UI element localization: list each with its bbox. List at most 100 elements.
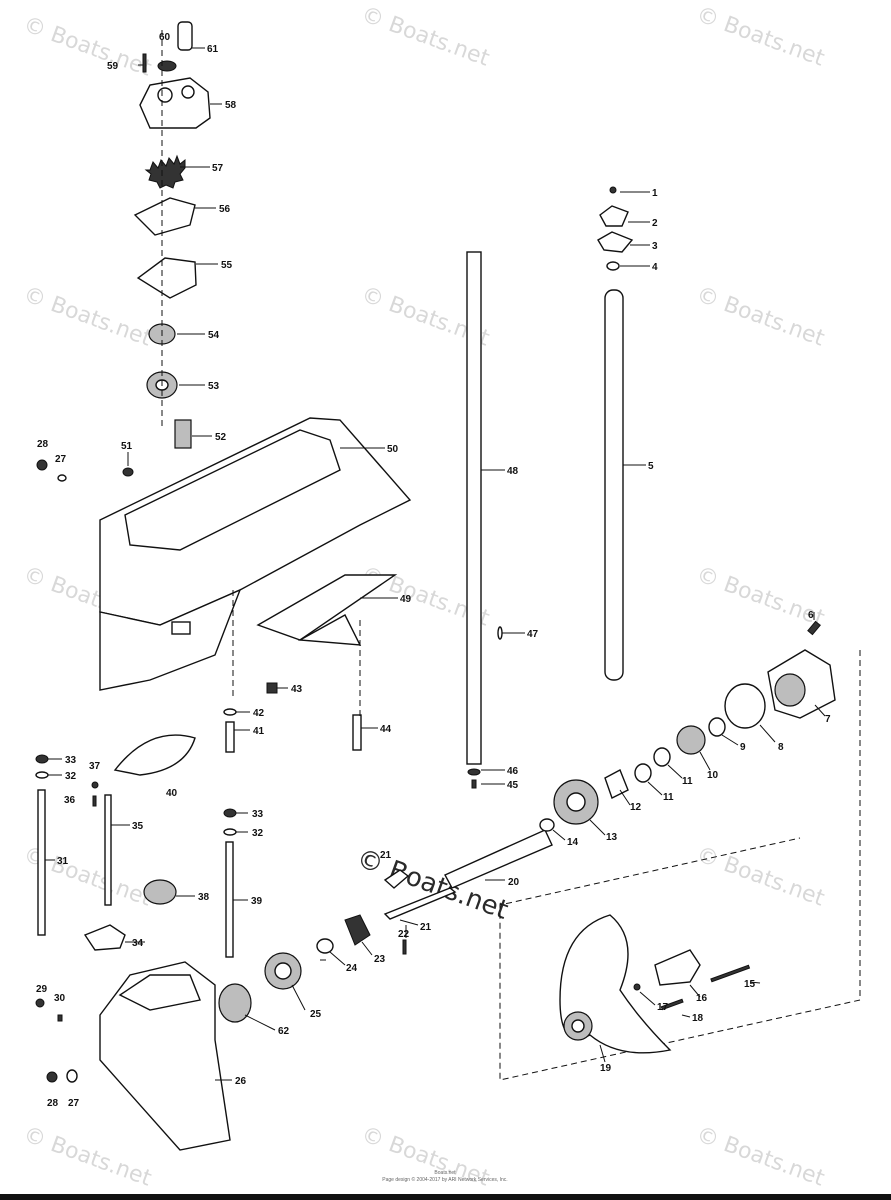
lower-studs xyxy=(35,754,237,1022)
part-37-pin xyxy=(91,781,99,789)
part-29-screw xyxy=(35,998,45,1008)
callout-11b: 11 xyxy=(663,792,674,803)
part-8-oring xyxy=(724,683,766,729)
callout-40: 40 xyxy=(166,788,178,799)
part-21-plunger xyxy=(383,887,457,920)
callout-18: 18 xyxy=(692,1013,704,1024)
part-20-prop-shaft xyxy=(444,829,553,889)
bottom-rule xyxy=(0,1194,891,1200)
part-31-stud xyxy=(37,789,46,936)
watermark: © Boats.net xyxy=(693,1122,828,1192)
part-18-pin xyxy=(660,998,684,1011)
watermark: © Boats.net xyxy=(358,2,493,72)
part-30-washer xyxy=(57,1014,63,1022)
callout-54: 54 xyxy=(208,330,220,341)
callout-7: 7 xyxy=(825,714,831,725)
part-26-lower-gearcase xyxy=(46,961,252,1151)
callout-10: 10 xyxy=(707,770,719,781)
callout-58: 58 xyxy=(225,100,237,111)
part-16-prop-nut xyxy=(654,949,701,986)
middle-hardware xyxy=(113,574,398,776)
part-11-oring xyxy=(634,763,652,783)
watermark: © Boats.net xyxy=(693,2,828,72)
callout-26: 26 xyxy=(235,1076,247,1087)
footer-line-1: Boats.net xyxy=(434,1170,456,1176)
part-10-gear xyxy=(676,725,706,755)
callout-61: 61 xyxy=(207,44,219,55)
part-45-pin xyxy=(471,779,477,789)
part-62-bearing xyxy=(218,983,252,1023)
part-34-bracket xyxy=(83,924,126,951)
part-57-impeller xyxy=(144,154,186,189)
callout-23: 23 xyxy=(374,954,386,965)
part-4-oring xyxy=(606,261,620,271)
callout-4: 4 xyxy=(652,262,658,273)
callout-45: 45 xyxy=(507,780,519,791)
part-17-washer xyxy=(633,983,641,991)
callout-55: 55 xyxy=(221,260,233,271)
callout-60: 60 xyxy=(159,32,171,43)
callout-41: 41 xyxy=(253,726,265,737)
callout-numbers: 1 2 3 4 5 6 7 8 9 10 11 11 12 13 14 15 1… xyxy=(36,32,831,1109)
pump-housing-port xyxy=(157,87,173,103)
part-23-clutch xyxy=(344,914,371,946)
footer: Boats.net Page design © 2004-2017 by ARI… xyxy=(0,1170,891,1200)
callout-39: 39 xyxy=(251,896,263,907)
part-36-clip xyxy=(92,795,97,807)
part-56-impeller-plate xyxy=(133,197,196,236)
callout-21: 21 xyxy=(380,850,392,861)
callout-9: 9 xyxy=(740,742,746,753)
part-40-gasket xyxy=(113,734,196,776)
callout-52: 52 xyxy=(215,432,227,443)
callout-51: 51 xyxy=(121,441,133,452)
watermark: © Boats.net xyxy=(693,842,828,912)
callout-25: 25 xyxy=(310,1009,322,1020)
callout-27b: 27 xyxy=(68,1098,80,1109)
watermark: © Boats.net xyxy=(20,1122,155,1192)
callout-46: 46 xyxy=(507,766,519,777)
part-42-washer xyxy=(223,708,237,716)
footer-line-2: Page design © 2004-2017 by ARI Network S… xyxy=(382,1176,507,1183)
propeller-group xyxy=(499,650,861,1081)
callout-50: 50 xyxy=(387,444,399,455)
part-49-plate xyxy=(256,574,398,641)
part-44-screw xyxy=(352,714,362,751)
callout-15: 15 xyxy=(744,979,756,990)
callout-33b: 33 xyxy=(252,809,264,820)
part-55-gasket xyxy=(136,257,197,299)
part-3-gasket xyxy=(597,231,634,253)
part-58-pump-housing xyxy=(139,77,211,129)
callout-22: 22 xyxy=(398,929,410,940)
callout-12: 12 xyxy=(630,802,642,813)
callout-2: 2 xyxy=(652,218,658,229)
callout-57: 57 xyxy=(212,163,224,174)
callout-38: 38 xyxy=(198,892,210,903)
part-43-screw xyxy=(266,682,278,694)
part-35-rod xyxy=(104,794,112,906)
watermark: © Boats.net xyxy=(20,12,155,82)
callout-16: 16 xyxy=(696,993,708,1004)
callout-53: 53 xyxy=(208,381,220,392)
callout-59: 59 xyxy=(107,61,119,72)
part-9-bearing xyxy=(708,717,726,737)
housing-label xyxy=(171,621,191,635)
callout-5: 5 xyxy=(648,461,654,472)
part-11-oring xyxy=(653,747,671,767)
part-22-pin xyxy=(402,939,407,955)
watermark: © Boats.net xyxy=(20,282,155,352)
part-27-gasket xyxy=(57,474,67,482)
part-28-screw xyxy=(46,1071,58,1083)
callout-29: 29 xyxy=(36,984,48,995)
callout-33: 33 xyxy=(65,755,77,766)
callout-34: 34 xyxy=(132,938,144,949)
part-51-plug xyxy=(122,467,134,477)
watermark: © Boats.net xyxy=(693,562,828,632)
callout-35: 35 xyxy=(132,821,144,832)
callout-49: 49 xyxy=(400,594,412,605)
callout-24: 24 xyxy=(346,963,358,974)
part-15-cotter-pin xyxy=(710,964,751,983)
part-52-anode xyxy=(174,419,192,449)
callout-11: 11 xyxy=(682,776,693,787)
callout-28: 28 xyxy=(37,439,49,450)
callout-56: 56 xyxy=(219,204,231,215)
